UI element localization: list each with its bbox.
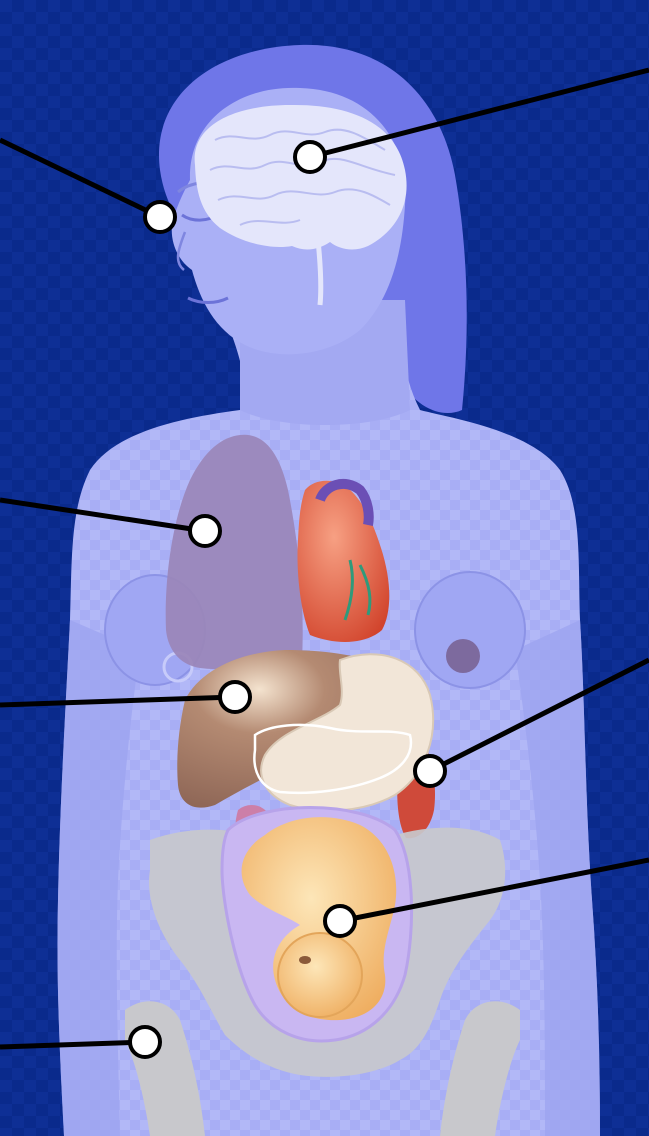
fetus-eye [299,956,311,964]
fetus-head [278,933,362,1017]
pelvis-pointer-icon[interactable] [130,1027,160,1057]
lung-pointer-icon[interactable] [190,516,220,546]
liver-pointer-icon[interactable] [220,682,250,712]
eye-pointer-icon[interactable] [145,202,175,232]
brain [195,105,407,250]
brain-pointer-icon[interactable] [295,142,325,172]
spleen-pointer-icon[interactable] [415,756,445,786]
right-nipple [446,639,480,673]
spinal-cord [318,240,321,305]
fetus-pointer-icon[interactable] [325,906,355,936]
